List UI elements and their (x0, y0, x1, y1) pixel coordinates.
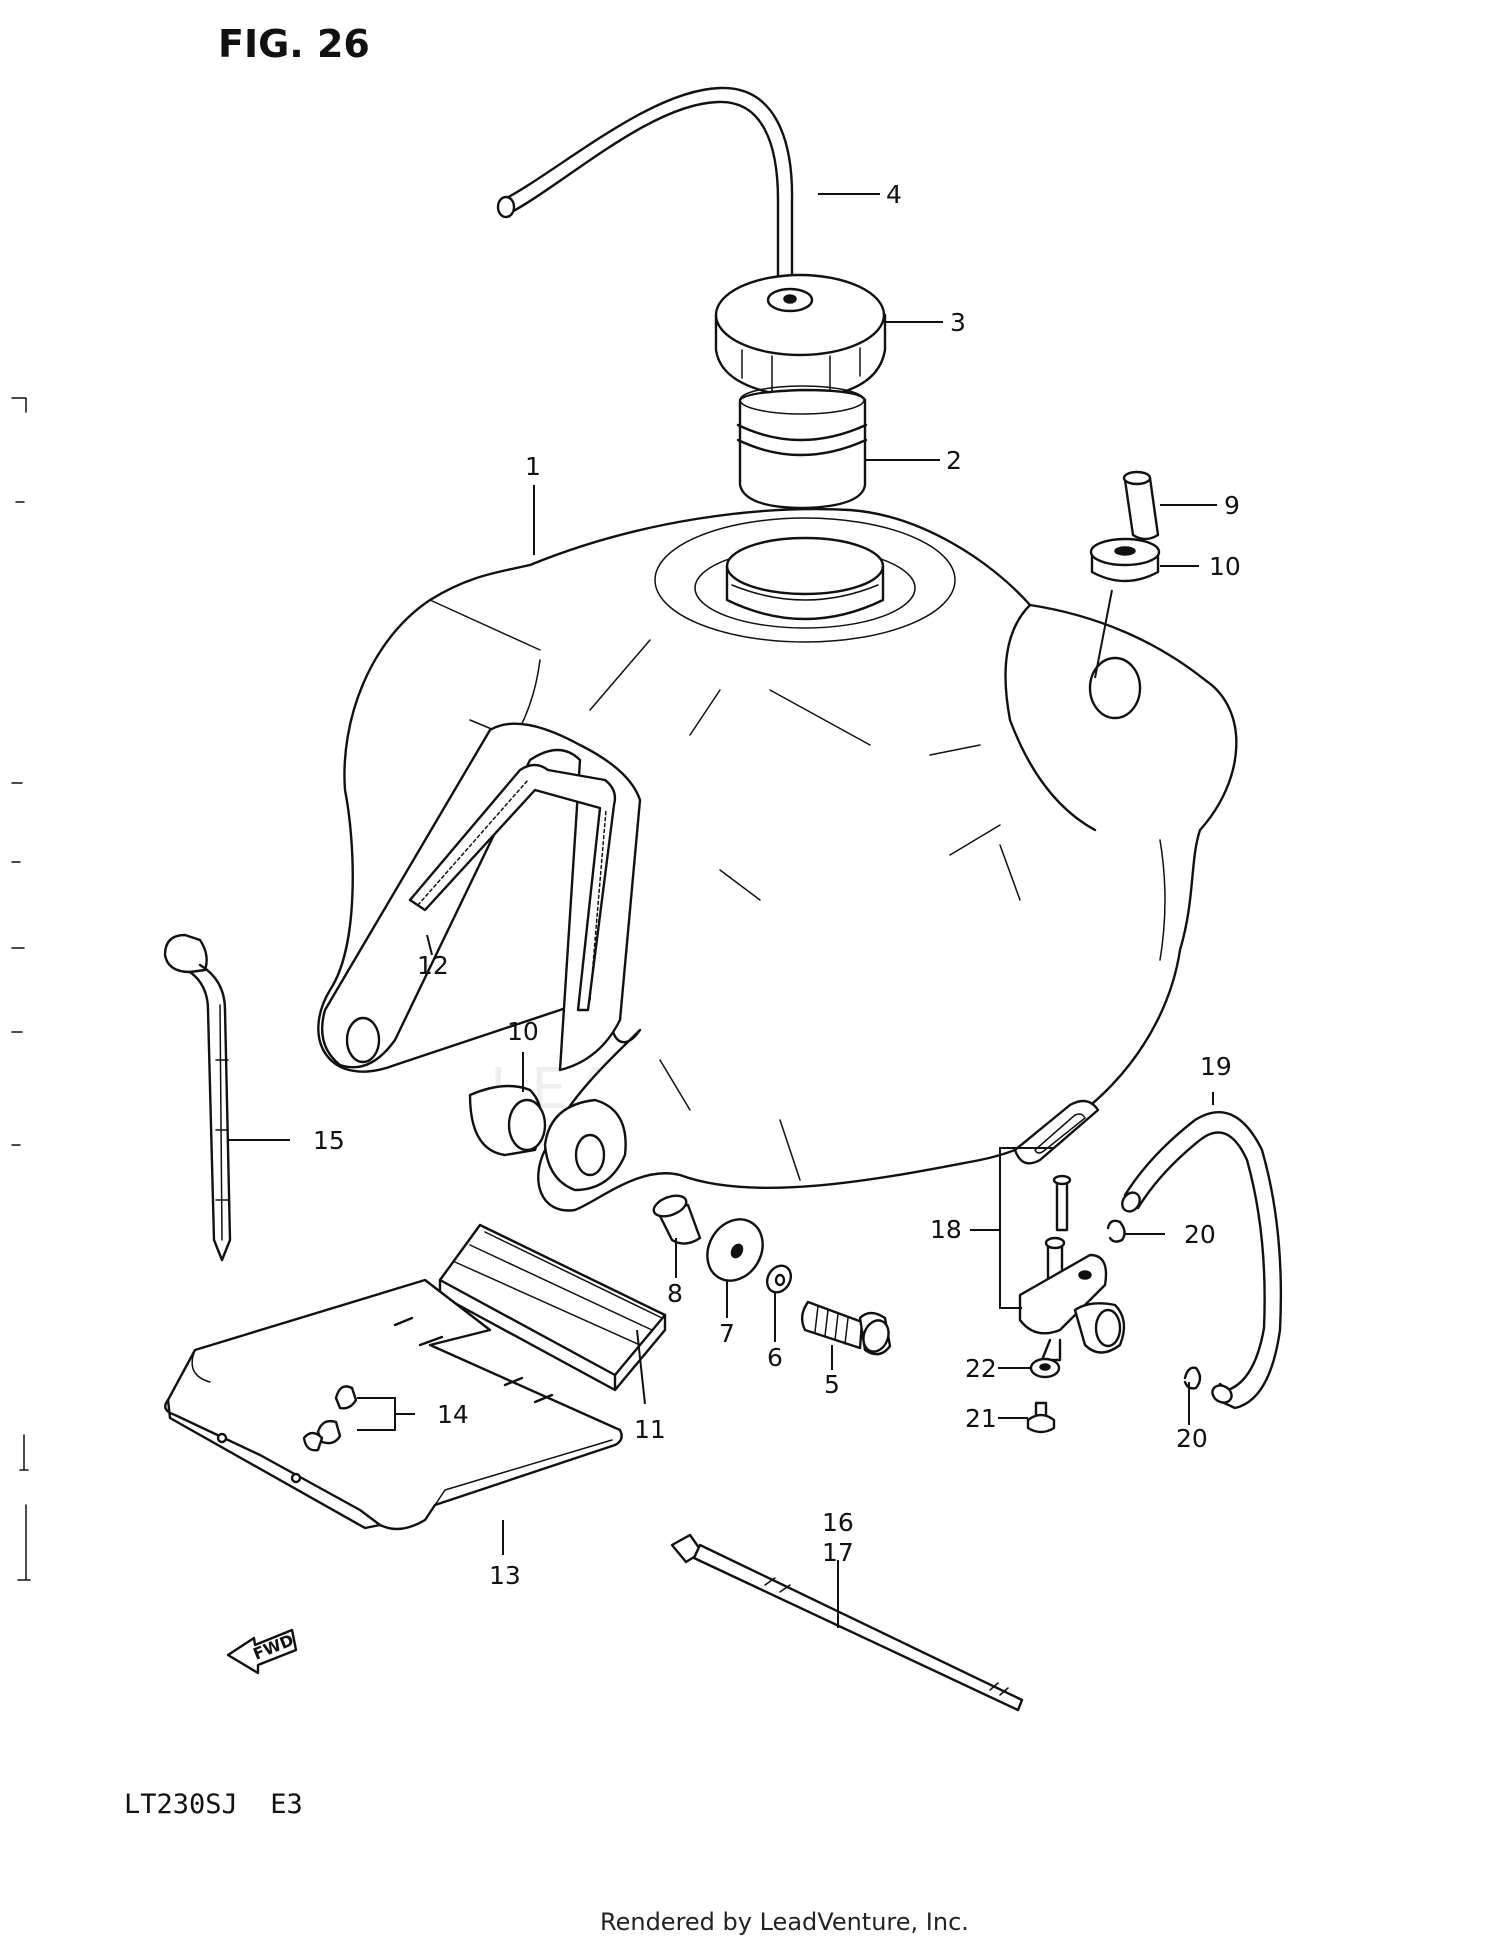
part-20-clamp-lower (1183, 1366, 1202, 1390)
part-16-17-cable-tie (670, 1533, 1024, 1712)
part-3-fuel-cap (714, 273, 887, 400)
part-15-ground-strap (163, 933, 232, 1262)
callout-10-upper: 10 (1209, 552, 1241, 581)
leader-lines (228, 193, 1217, 1628)
part-2-cap-seat (736, 385, 868, 510)
callout-6: 6 (767, 1343, 783, 1372)
callout-9: 9 (1224, 491, 1240, 520)
part-18-fuel-cock (1013, 1099, 1126, 1362)
callout-8: 8 (667, 1279, 683, 1308)
callout-7: 7 (719, 1319, 735, 1348)
callout-14: 14 (437, 1400, 469, 1429)
part-10-cushion-lower (468, 1084, 547, 1157)
fwd-arrow-icon: FWD (226, 1628, 298, 1675)
part-9-pipe (1122, 470, 1160, 541)
callout-2: 2 (946, 446, 962, 475)
part-8-spacer (652, 1194, 702, 1245)
callout-16: 16 (822, 1508, 854, 1537)
callout-10-lower: 10 (507, 1017, 539, 1046)
part-1-fuel-tank (317, 507, 1238, 1212)
part-20-clamp-upper (1106, 1219, 1126, 1243)
scan-margin-marks (11, 397, 31, 1581)
part-10-grommet-upper (1089, 537, 1161, 583)
part-6-washer (765, 1264, 793, 1294)
model-code: LT230SJ E3 (124, 1789, 303, 1820)
figure-title: FIG. 26 (218, 22, 370, 66)
callout-15: 15 (313, 1126, 345, 1155)
part-13-plate (164, 1278, 623, 1531)
callout-20-upper: 20 (1184, 1220, 1216, 1249)
callout-13: 13 (489, 1561, 521, 1590)
callout-labels: 4 3 2 1 9 10 12 10 15 19 18 20 8 7 6 5 2… (313, 180, 1241, 1590)
part-11-rubber-pad (438, 1223, 667, 1392)
callout-17: 17 (822, 1538, 854, 1567)
callout-19: 19 (1200, 1052, 1232, 1081)
callout-20-lower: 20 (1176, 1424, 1208, 1453)
part-7-washer (706, 1218, 764, 1282)
part-21-screw (1026, 1401, 1056, 1434)
callout-21: 21 (965, 1404, 997, 1433)
callout-22: 22 (965, 1354, 997, 1383)
callout-1: 1 (525, 452, 541, 481)
callout-18: 18 (930, 1215, 962, 1244)
callout-5: 5 (824, 1370, 840, 1399)
footer-credit: Rendered by LeadVenture, Inc. (600, 1908, 969, 1936)
callout-4: 4 (886, 180, 902, 209)
part-4-vent-hose (496, 86, 794, 284)
part-14-clips (302, 1385, 358, 1452)
part-19-fuel-hose (1121, 1111, 1283, 1410)
callout-3: 3 (950, 308, 966, 337)
part-22-washer (1029, 1357, 1061, 1379)
callout-12: 12 (417, 951, 449, 980)
callout-11: 11 (634, 1415, 666, 1444)
part-12-cushion (408, 763, 617, 1012)
part-5-bolt (800, 1300, 892, 1356)
